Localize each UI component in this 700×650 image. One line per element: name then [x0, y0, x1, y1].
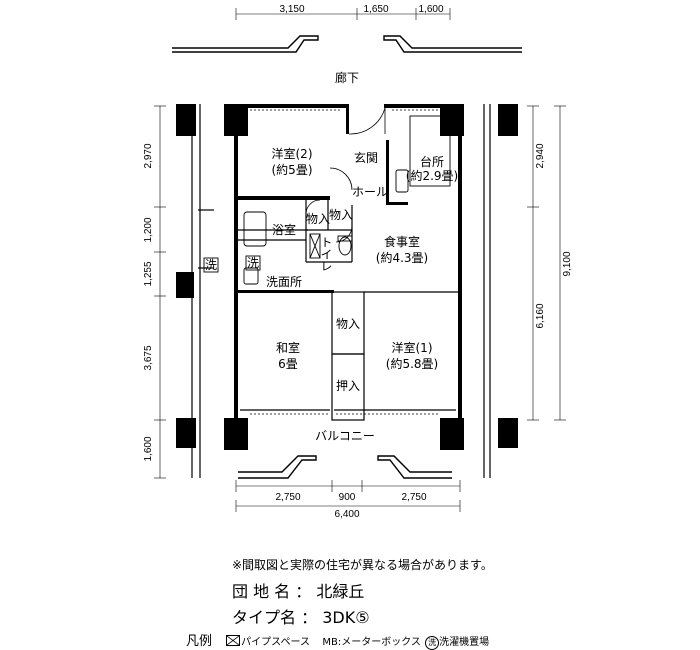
dim-right-total: 9,100 [562, 251, 573, 276]
dim-right-2: 6,160 [535, 303, 546, 328]
room-western2: 洋室(2) [272, 146, 313, 161]
bottom-dimensions [235, 480, 461, 512]
interior-lines [238, 200, 458, 421]
right-dimensions [527, 105, 566, 421]
room-japanese: 和室 [276, 340, 300, 355]
left-dimensions [154, 105, 166, 479]
toilet-icon [338, 236, 352, 256]
room-western2-size: (約5畳) [272, 162, 313, 177]
dim-left-2: 1,200 [143, 217, 154, 242]
balcony-railing [238, 455, 452, 479]
estate-value: 北緑丘 [316, 582, 365, 601]
room-toilet: トイレ [319, 236, 333, 272]
room-hall: ホール [352, 185, 388, 199]
room-kitchen: 台所 [420, 154, 444, 169]
pipe-space-icon [226, 635, 241, 646]
room-kitchen-size: (約2.9畳) [406, 168, 458, 183]
dim-bottom-1: 2,750 [275, 492, 300, 503]
room-japanese-size: 6畳 [278, 357, 298, 371]
room-washroom: 洗面所 [266, 275, 302, 289]
room-storage2: 物入 [329, 208, 353, 222]
legend-pipe-space: パイプスペース [241, 637, 310, 648]
type-value: 3DK⑤ [322, 608, 370, 627]
room-entrance: 玄関 [354, 150, 378, 165]
dim-left-1: 2,970 [143, 143, 154, 168]
dim-top-2: 1,650 [363, 4, 388, 15]
type-label: タイプ名 [232, 608, 297, 627]
dim-bottom-total: 6,400 [334, 509, 359, 520]
washer-icon-2 [245, 255, 261, 271]
dim-bottom-2: 900 [339, 492, 356, 503]
dim-top-1: 3,150 [279, 4, 304, 15]
room-dining: 食事室 [384, 234, 420, 249]
bathtub-icon [243, 211, 267, 247]
top-dimensions [235, 8, 451, 20]
windows [250, 109, 440, 415]
dim-bottom-3: 2,750 [401, 492, 426, 503]
dim-right-1: 2,940 [535, 143, 546, 168]
room-closet: 押入 [336, 379, 360, 393]
room-bath: 浴室 [272, 222, 296, 237]
room-storage1: 物入 [306, 212, 330, 226]
type-row: タイプ名 ： 3DK⑤ [232, 604, 370, 628]
dim-left-3: 1,255 [143, 261, 154, 286]
dim-left-5: 1,600 [143, 436, 154, 461]
type-separator: ： [301, 608, 318, 627]
washer-icon [203, 257, 219, 273]
legend: 凡例 パイプスペース MB:メーターボックス 洗洗濯機置場 [186, 630, 489, 650]
corridor-label: 廊下 [335, 70, 359, 85]
pipe-space-icon [309, 233, 321, 259]
door-swings [305, 107, 386, 243]
sink-icon [243, 267, 259, 285]
room-storage3: 物入 [336, 317, 360, 331]
washer-mark-washroom: 洗 [247, 256, 259, 270]
fixtures [203, 115, 451, 285]
side-structure [191, 104, 491, 478]
estate-name-row: 団 地 名 ： 北緑丘 [232, 578, 364, 602]
estate-label: 団 地 名 [232, 582, 291, 601]
walls [176, 104, 518, 450]
washer-icon: 洗 [425, 636, 440, 650]
kitchen-counter-icon [409, 115, 451, 187]
room-dining-size: (約4.3畳) [376, 250, 428, 265]
room-western1-size: (約5.8畳) [386, 356, 438, 371]
floor-plan: 3,150 1,650 1,600 廊下 2,970 1,200 1,255 3… [143, 4, 573, 520]
estate-separator: ： [295, 582, 312, 601]
corridor-railing [172, 35, 522, 53]
disclaimer-note: ※間取図と実際の住宅が異なる場合があります。 [232, 558, 493, 572]
legend-washer: 洗濯機置場 [439, 637, 490, 648]
room-western1: 洋室(1) [392, 340, 433, 355]
legend-mb: MB:メーターボックス [322, 637, 421, 648]
dim-left-4: 3,675 [143, 345, 154, 370]
balcony-label: バルコニー [315, 429, 375, 443]
washer-mark-outside: 洗 [205, 258, 217, 272]
dim-top-3: 1,600 [418, 4, 443, 15]
legend-title: 凡例 [186, 634, 213, 649]
